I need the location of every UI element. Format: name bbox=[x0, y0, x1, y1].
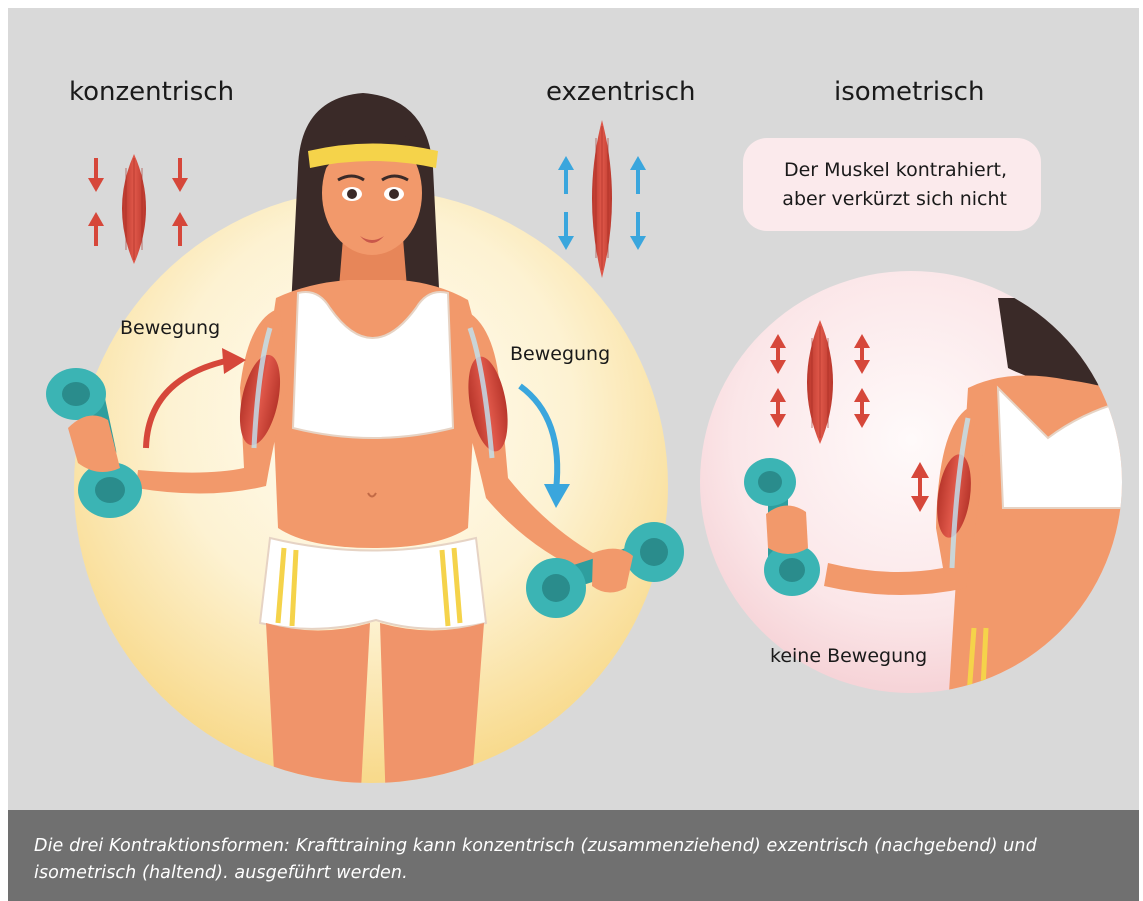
muscle-eccentric-icon bbox=[558, 120, 646, 278]
label-no-movement: keine Bewegung bbox=[770, 645, 927, 667]
note-line-1: Der Muskel kontrahiert, bbox=[743, 156, 1007, 185]
figure: konzentrisch exzentrisch isometrisch Bew… bbox=[8, 8, 1139, 901]
note-line-2: aber verkürzt sich nicht bbox=[743, 185, 1007, 214]
label-isometric: isometrisch bbox=[834, 77, 984, 107]
label-eccentric: exzentrisch bbox=[546, 77, 695, 107]
illustration-panel: konzentrisch exzentrisch isometrisch Bew… bbox=[8, 8, 1139, 810]
isometric-note: Der Muskel kontrahiert, aber verkürzt si… bbox=[743, 138, 1041, 231]
label-movement-right: Bewegung bbox=[510, 343, 610, 365]
illustration-art bbox=[8, 8, 1139, 810]
caption-bar: Die drei Kontraktionsformen: Krafttraini… bbox=[8, 810, 1139, 901]
muscle-concentric-icon bbox=[88, 154, 188, 264]
label-movement-left: Bewegung bbox=[120, 317, 220, 339]
label-concentric: konzentrisch bbox=[69, 77, 234, 107]
caption-text: Die drei Kontraktionsformen: Krafttraini… bbox=[34, 833, 1119, 887]
